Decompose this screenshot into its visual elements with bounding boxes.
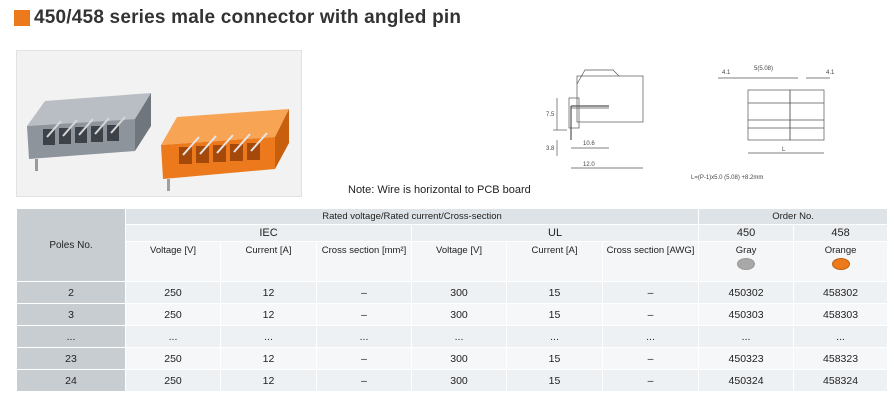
iec-cross-header: Cross section [mm²] [316,241,412,282]
gray-color-header: Gray [698,241,795,282]
cell-ul-cross: – [601,281,700,304]
cell-order-458: 458323 [793,347,889,370]
wire-note: Note: Wire is horizontal to PCB board [348,184,531,196]
cell-ul-voltage: ... [411,325,507,348]
cell-ul-current: 15 [506,369,603,392]
cell-poles: 2 [16,281,126,304]
cell-order-450: ... [698,325,795,348]
cell-iec-current: ... [220,325,317,348]
cell-iec-voltage: 250 [125,303,221,326]
cell-ul-voltage: 300 [411,281,507,304]
gray-connector [27,93,151,171]
dim-front-left: 4.1 [722,70,731,76]
table-row: ........................... [16,325,889,348]
cell-ul-cross: – [601,347,700,370]
cell-ul-current: 15 [506,281,603,304]
dim-front-right: 4.1 [826,70,835,76]
cell-poles: ... [16,325,126,348]
cell-ul-current: ... [506,325,603,348]
ul-header: UL [410,224,700,242]
orange-color-header: Orange [793,241,889,282]
cell-iec-cross: – [316,281,412,304]
dim-front-length: L [782,147,786,153]
length-formula: L=(P-1)x5.0 (5.08) +8.2mm [691,175,764,181]
ul-cross-header: Cross section [AWG] [601,241,700,282]
poles-header: Poles No. [16,208,126,282]
cell-iec-voltage: 250 [125,369,221,392]
iec-current-header: Current [A] [220,241,317,282]
cell-iec-cross: – [316,347,412,370]
side-view-drawing: 7.5 3.8 10.6 12.0 [527,58,647,178]
cell-ul-current: 15 [506,347,603,370]
cell-iec-voltage: 250 [125,347,221,370]
cell-order-458: 458302 [793,281,889,304]
rated-header: Rated voltage/Rated current/Cross-sectio… [124,208,700,225]
cell-ul-voltage: 300 [411,347,507,370]
gray-label: Gray [735,245,757,256]
front-view-drawing: 4.1 5(5.08) 4.1 L [688,58,848,180]
cell-iec-current: 12 [220,303,317,326]
cell-iec-current: 12 [220,281,317,304]
cell-iec-current: 12 [220,369,317,392]
order-458-header: 458 [793,224,889,242]
orange-swatch [831,258,850,270]
cell-order-450: 450302 [698,281,795,304]
product-photo [16,50,302,197]
dim-side-height: 7.5 [546,112,555,118]
cell-poles: 24 [16,369,126,392]
cell-ul-voltage: 300 [411,303,507,326]
title-accent-square [14,10,30,26]
dim-side-pin: 3.8 [546,146,555,152]
cell-ul-voltage: 300 [411,369,507,392]
cell-poles: 3 [16,303,126,326]
spec-table: Poles No. Rated voltage/Rated current/Cr… [16,208,889,392]
cell-ul-cross: ... [601,325,700,348]
cell-ul-cross: – [601,369,700,392]
cell-iec-current: 12 [220,347,317,370]
iec-header: IEC [125,224,412,242]
cell-iec-cross: – [316,369,412,392]
dim-side-depth: 10.6 [583,141,595,147]
dim-front-pitch: 5(5.08) [754,66,773,72]
cell-iec-voltage: 250 [125,281,221,304]
title-bar: 450/458 series male connector with angle… [14,6,461,30]
cell-poles: 23 [16,347,126,370]
cell-order-458: 458303 [793,303,889,326]
order-450-header: 450 [698,224,795,242]
cell-order-458: ... [793,325,889,348]
cell-order-450: 450303 [698,303,795,326]
cell-order-450: 450323 [698,347,795,370]
iec-voltage-header: Voltage [V] [125,241,221,282]
cell-iec-cross: ... [316,325,412,348]
cell-order-458: 458324 [793,369,889,392]
dim-side-length: 12.0 [583,162,595,168]
cell-ul-cross: – [601,303,700,326]
page-title: 450/458 series male connector with angle… [34,7,462,28]
gray-swatch [737,258,756,270]
ul-current-header: Current [A] [506,241,603,282]
cell-iec-cross: – [316,303,412,326]
connector-illustration [27,93,289,191]
ul-voltage-header: Voltage [V] [411,241,507,282]
cell-iec-voltage: ... [125,325,221,348]
cell-order-450: 450324 [698,369,795,392]
orange-label: Orange [824,245,857,256]
order-header: Order No. [698,208,889,225]
orange-connector [161,109,289,191]
cell-ul-current: 15 [506,303,603,326]
